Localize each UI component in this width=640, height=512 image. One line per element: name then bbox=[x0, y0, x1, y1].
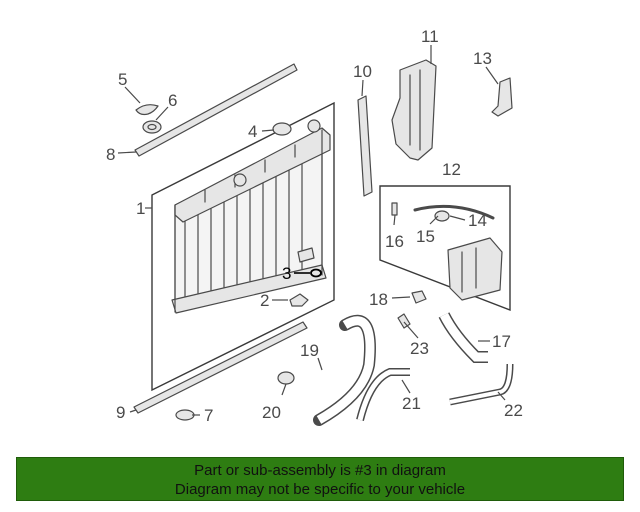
callout-8: 8 bbox=[106, 145, 115, 164]
callout-23: 23 bbox=[410, 339, 429, 358]
part-18-clip bbox=[411, 290, 427, 304]
part-17-hose bbox=[438, 312, 488, 363]
callout-18: 18 bbox=[369, 290, 388, 309]
callout-11: 11 bbox=[421, 27, 439, 46]
callout-12: 12 bbox=[442, 160, 461, 179]
callout-16: 16 bbox=[385, 232, 404, 251]
callout-labels: 5 6 8 1 4 3 2 9 7 10 11 13 12 14 15 16 1… bbox=[106, 27, 523, 425]
callout-22: 22 bbox=[504, 401, 523, 420]
callout-7: 7 bbox=[204, 406, 213, 425]
callout-17: 17 bbox=[492, 332, 511, 351]
part-9-seal-strip bbox=[133, 321, 308, 414]
part-5-bracket bbox=[135, 104, 159, 116]
callout-13: 13 bbox=[473, 49, 492, 68]
radiator-assembly-panel bbox=[151, 101, 335, 392]
part-4-mount bbox=[272, 122, 292, 136]
part-23-clip bbox=[397, 313, 411, 329]
callout-4: 4 bbox=[248, 122, 257, 141]
part-2-clip bbox=[289, 293, 309, 307]
part-19-upper-hose bbox=[313, 314, 376, 426]
part-6-mount bbox=[142, 120, 162, 134]
callout-6: 6 bbox=[168, 91, 177, 110]
info-banner: Part or sub-assembly is #3 in diagram Di… bbox=[16, 457, 624, 501]
callout-1: 1 bbox=[136, 199, 145, 218]
part-11-shroud bbox=[391, 59, 437, 161]
part-21-hose bbox=[356, 368, 410, 421]
part-8-seal-strip bbox=[134, 63, 298, 157]
part-20-clamp bbox=[277, 371, 295, 385]
callout-9: 9 bbox=[116, 403, 125, 422]
banner-line-2: Diagram may not be specific to your vehi… bbox=[174, 481, 466, 498]
part-7-bushing bbox=[175, 409, 195, 421]
part-10-seal bbox=[357, 95, 373, 197]
banner-line-1: Part or sub-assembly is #3 in diagram bbox=[194, 462, 446, 479]
part-3-highlighted bbox=[310, 268, 322, 278]
callout-14: 14 bbox=[468, 211, 487, 230]
callout-15: 15 bbox=[416, 227, 435, 246]
part-13-bracket bbox=[491, 77, 513, 117]
reservoir-panel bbox=[379, 185, 511, 312]
callout-2: 2 bbox=[260, 291, 269, 310]
callout-10: 10 bbox=[353, 62, 372, 81]
part-22-hose bbox=[449, 363, 514, 406]
callout-21: 21 bbox=[402, 394, 421, 413]
callout-20: 20 bbox=[262, 403, 281, 422]
callout-3-highlighted: 3 bbox=[282, 264, 291, 283]
callout-5: 5 bbox=[118, 70, 127, 89]
leader-lines bbox=[117, 45, 506, 416]
callout-19: 19 bbox=[300, 341, 319, 360]
